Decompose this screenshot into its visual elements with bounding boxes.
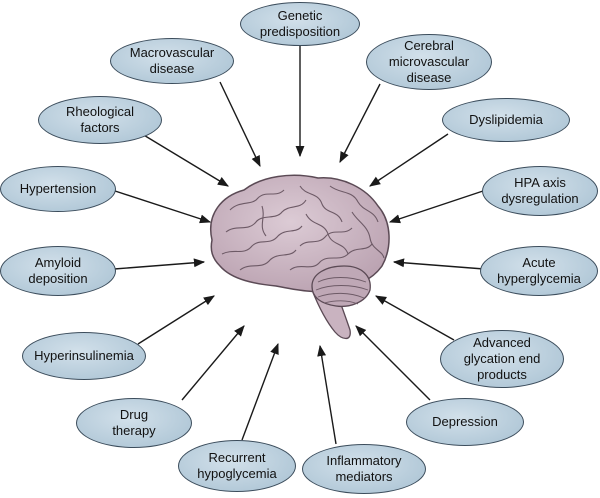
node-amyloid-deposition: Amyloid deposition — [0, 246, 116, 296]
arrow-inflammatory-mediators — [317, 344, 337, 445]
node-label: Recurrent hypoglycemia — [197, 450, 277, 481]
arrow-dyslipidemia — [369, 133, 449, 187]
arrow-hpa-axis-dysregulation — [388, 189, 487, 224]
arrow-depression — [355, 325, 431, 401]
node-hpa-axis-dysregulation: HPA axis dysregulation — [482, 166, 598, 216]
arrow-hyperinsulinemia — [137, 295, 215, 345]
arrow-recurrent-hypoglycemia — [241, 342, 279, 441]
node-dyslipidemia: Dyslipidemia — [442, 98, 570, 142]
node-label: Hypertension — [19, 181, 97, 196]
brain-icon — [210, 174, 390, 340]
arrow-advanced-glycation-end-products — [375, 295, 455, 341]
arrow-rheological-factors — [141, 133, 229, 187]
node-label: Cerebral microvascular disease — [388, 38, 470, 85]
arrow-cerebral-microvascular-disease — [339, 83, 381, 163]
arrow-drug-therapy — [181, 325, 245, 401]
node-acute-hyperglycemia: Acute hyperglycemia — [480, 246, 598, 296]
node-depression: Depression — [406, 398, 524, 446]
node-macrovascular-disease: Macrovascular disease — [110, 38, 234, 84]
node-label: Genetic predisposition — [259, 8, 341, 39]
node-label: Hyperinsulinemia — [34, 348, 134, 363]
node-rheological-factors: Rheological factors — [38, 96, 162, 144]
node-cerebral-microvascular-disease: Cerebral microvascular disease — [366, 34, 492, 90]
node-drug-therapy: Drug therapy — [76, 398, 192, 448]
arrow-amyloid-deposition — [113, 258, 206, 270]
node-recurrent-hypoglycemia: Recurrent hypoglycemia — [178, 440, 296, 492]
node-genetic-predisposition: Genetic predisposition — [240, 2, 360, 46]
node-advanced-glycation-end-products: Advanced glycation end products — [440, 330, 564, 388]
node-label: Drug therapy — [112, 407, 156, 438]
node-label: Depression — [432, 414, 498, 429]
node-label: Inflammatory mediators — [326, 453, 402, 484]
node-hypertension: Hypertension — [0, 166, 116, 212]
node-label: Dyslipidemia — [469, 112, 543, 127]
arrow-hypertension — [111, 189, 212, 224]
arrow-macrovascular-disease — [219, 81, 261, 168]
node-inflammatory-mediators: Inflammatory mediators — [302, 444, 426, 494]
node-label: Amyloid deposition — [28, 255, 88, 286]
node-label: Macrovascular disease — [129, 45, 215, 76]
node-label: Rheological factors — [66, 104, 134, 135]
node-label: Acute hyperglycemia — [497, 255, 581, 286]
node-hyperinsulinemia: Hyperinsulinemia — [22, 332, 146, 380]
node-label: HPA axis dysregulation — [501, 175, 579, 206]
node-label: Advanced glycation end products — [463, 335, 541, 382]
arrow-acute-hyperglycemia — [392, 258, 485, 270]
